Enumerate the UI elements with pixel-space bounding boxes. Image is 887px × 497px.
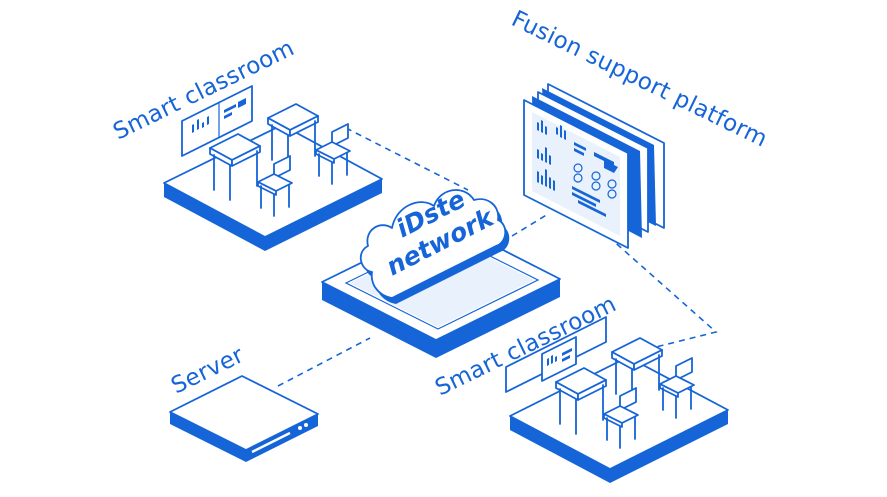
cloud-icon <box>359 189 510 304</box>
fusion-platform-panels <box>523 83 665 249</box>
server-device <box>169 375 319 462</box>
smart-classroom-bottom <box>505 316 729 483</box>
connection-lines <box>277 127 718 387</box>
wall-screen-icon <box>505 316 607 393</box>
wall-screen-icon <box>181 85 253 157</box>
smart-classroom-top <box>163 85 383 251</box>
